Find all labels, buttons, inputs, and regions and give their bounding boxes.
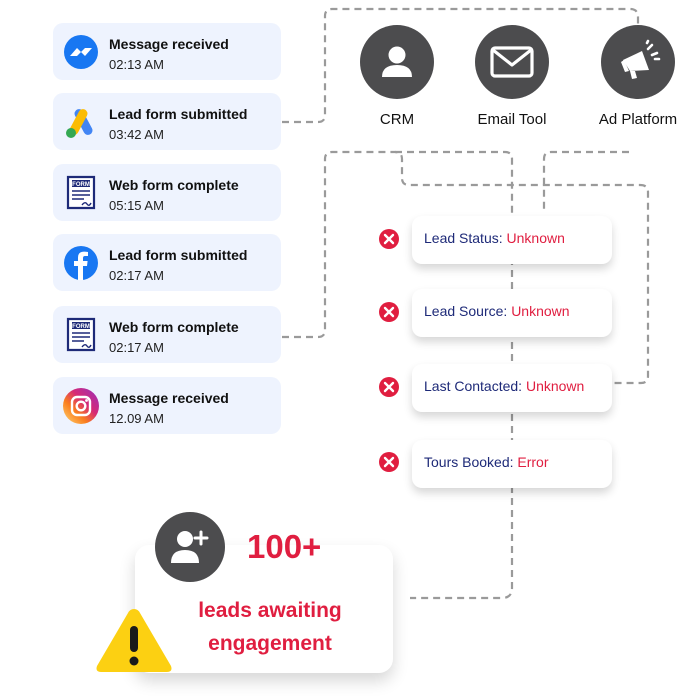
warning-icon <box>96 609 172 672</box>
google-ads-icon <box>66 109 93 138</box>
event-time: 02:13 AM <box>109 57 164 72</box>
error-x-icon <box>379 452 399 472</box>
error-x-icon <box>379 377 399 397</box>
status-card-tours-booked: Tours Booked: Error <box>412 440 612 488</box>
error-x-icon <box>379 302 399 322</box>
status-value: Unknown <box>506 230 565 246</box>
event-time: 02:17 AM <box>109 340 164 355</box>
form-badge-text: FORM <box>72 324 90 330</box>
status-text: Lead Source: Unknown <box>424 303 570 319</box>
event-card-lead-form-submitted: Lead form submitted 03:42 AM <box>53 93 281 150</box>
tool-email: Email Tool <box>462 25 562 128</box>
event-time: 05:15 AM <box>109 198 164 213</box>
status-card-last-contacted: Last Contacted: Unknown <box>412 364 612 412</box>
event-card-message-received: Message received 12.09 AM <box>53 377 281 434</box>
web-form-icon: FORM <box>66 317 96 352</box>
error-x-icon <box>379 229 399 249</box>
status-text: Tours Booked: Error <box>424 454 549 470</box>
event-title: Web form complete <box>109 319 239 335</box>
event-title: Web form complete <box>109 177 239 193</box>
form-badge-text: FORM <box>72 182 90 188</box>
web-form-icon: FORM <box>66 175 96 210</box>
status-value: Error <box>517 454 549 470</box>
status-card-lead-source: Lead Source: Unknown <box>412 289 612 337</box>
envelope-icon <box>490 46 534 78</box>
event-card-web-form-complete: FORM Web form complete 05:15 AM <box>53 164 281 221</box>
status-label: Lead Source: <box>424 303 508 319</box>
event-title: Message received <box>109 36 229 52</box>
event-time: 12.09 AM <box>109 411 164 426</box>
event-title: Lead form submitted <box>109 247 248 263</box>
status-label: Last Contacted: <box>424 378 523 394</box>
facebook-icon <box>64 246 98 280</box>
status-value: Unknown <box>511 303 570 319</box>
summary-line-1: leads awaiting <box>198 599 342 622</box>
messenger-icon <box>64 35 98 69</box>
event-card-message-received: Message received 02:13 AM <box>53 23 281 80</box>
user-icon <box>382 46 412 77</box>
megaphone-icon <box>621 39 661 79</box>
status-text: Lead Status: Unknown <box>424 230 565 246</box>
summary-text: leads awaiting engagement <box>170 594 370 660</box>
event-card-web-form-complete: FORM Web form complete 02:17 AM <box>53 306 281 363</box>
status-value: Unknown <box>525 378 585 394</box>
instagram-icon <box>63 388 99 424</box>
status-card-lead-status: Lead Status: Unknown <box>412 216 612 264</box>
event-time: 03:42 AM <box>109 127 164 142</box>
summary-line-2: engagement <box>208 632 332 655</box>
event-card-lead-form-submitted: Lead form submitted 02:17 AM <box>53 234 281 291</box>
event-title: Lead form submitted <box>109 106 248 122</box>
event-title: Message received <box>109 390 229 406</box>
status-text: Last Contacted: Unknown <box>424 378 584 394</box>
tool-label: CRM <box>379 111 415 128</box>
tool-label: Email Tool <box>477 111 547 128</box>
status-label: Tours Booked: <box>424 454 514 470</box>
leads-count: 100+ <box>247 528 322 565</box>
tool-ad-platform: Ad Platform <box>588 25 688 128</box>
tool-label: Ad Platform <box>598 111 678 128</box>
status-label: Lead Status: <box>424 230 503 246</box>
add-user-icon <box>155 512 225 582</box>
tool-crm: CRM <box>347 25 447 128</box>
event-time: 02:17 AM <box>109 268 164 283</box>
